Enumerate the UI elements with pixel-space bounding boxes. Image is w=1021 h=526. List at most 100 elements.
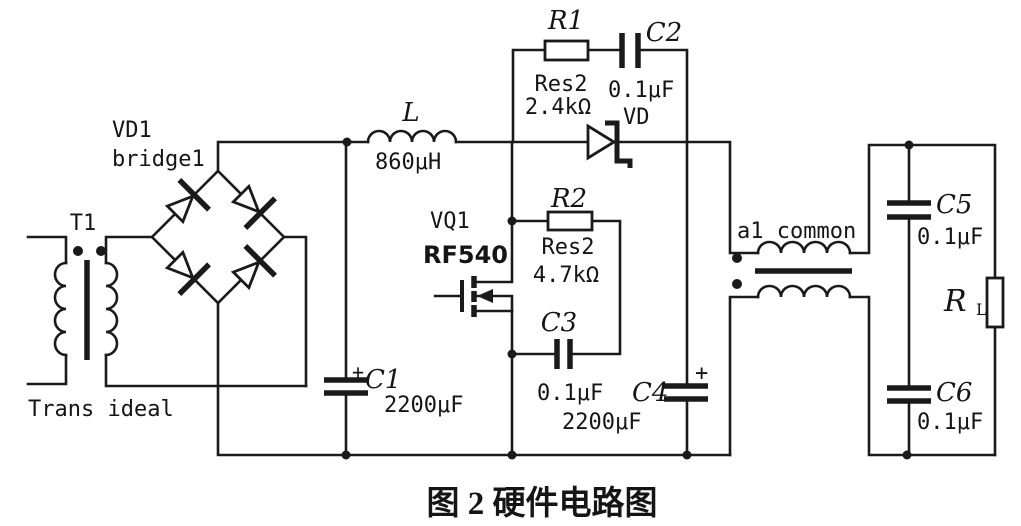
c6-value-label: 0.1μF: [917, 410, 983, 435]
transformer-t1: T1 Trans ideal: [28, 211, 174, 422]
c1-value-label: 2200μF: [384, 393, 463, 418]
junction-dot: [342, 137, 352, 147]
junction-dot: [904, 140, 914, 150]
polarity-dot: [96, 246, 106, 256]
capacitor-plates: [887, 200, 931, 220]
inductor-l: L 860μH: [366, 98, 458, 175]
diode-triangle: [586, 123, 617, 161]
wire-r2c3-loop: [510, 219, 622, 356]
r1-value-label: 2.4kΩ: [525, 95, 591, 120]
c5-ref-label: C5: [936, 190, 972, 220]
r2-model-label: Res2: [542, 235, 595, 260]
wire-rail-vd-to-choke: [615, 140, 760, 255]
wire-mosfet-source: [474, 309, 514, 457]
junction-dot: [507, 216, 517, 226]
bridge-diamond: [150, 169, 286, 305]
capacitor-c4: + C4 2200μF: [562, 361, 708, 435]
junction-dot: [507, 349, 517, 359]
wire-secondary-bottom: [104, 353, 308, 388]
mosfet-vq1: VQ1 RF540: [423, 209, 508, 317]
polarity-dot: [732, 279, 742, 289]
r2-ref-label: R2: [550, 184, 587, 214]
capacitor-plates: [324, 377, 368, 396]
capacitor-plates: [887, 385, 931, 404]
vd1-ref-label: VD1: [112, 118, 152, 143]
common-mode-choke: a1 common: [732, 219, 856, 299]
capacitor-plates: [554, 339, 573, 369]
resistor-r1: R1 Res2 2.4kΩ: [525, 6, 591, 120]
polarity-dot: [732, 253, 742, 263]
resistor-body: [985, 276, 1005, 329]
capacitor-c3: C3 0.1μF: [537, 308, 603, 406]
bridge-diode: [164, 178, 211, 225]
c3-ref-label: C3: [541, 308, 577, 338]
wire-mosfet-drain: [474, 140, 514, 284]
c6-ref-label: C6: [936, 378, 972, 408]
junction-dots: [341, 137, 914, 460]
c1-ref-label: C1: [365, 365, 401, 395]
junction-dot: [682, 450, 692, 460]
wire-bridge-bottom-to-ground: [216, 301, 732, 457]
c3-value-label: 0.1μF: [537, 381, 603, 406]
vd-ref-label: VD: [623, 105, 650, 130]
wire-bridge-top-to-rail: [216, 140, 349, 173]
capacitor-plates: [664, 383, 708, 402]
wire-bridge-right-return: [282, 235, 308, 388]
bridge-diode: [230, 244, 277, 291]
r1-model-label: Res2: [535, 72, 588, 97]
figure-caption: 图 2 硬件电路图: [427, 485, 658, 522]
bridge-diode: [164, 249, 211, 296]
choke-ref-label: a1 common: [737, 219, 856, 244]
secondary-winding: [104, 261, 119, 357]
choke-bottom-winding: [756, 284, 852, 299]
diode-triangle: [230, 183, 262, 215]
capacitor-c6: C6 0.1μF: [887, 378, 983, 435]
junction-dot: [507, 450, 517, 460]
r1-ref-label: R1: [547, 6, 584, 36]
c5-value-label: 0.1μF: [917, 225, 983, 250]
c4-value-label: 2200μF: [562, 410, 641, 435]
vq1-model-label: RF540: [423, 241, 508, 269]
vq1-ref-label: VQ1: [430, 209, 470, 234]
vd1-model-label: bridge1: [112, 147, 205, 172]
primary-winding: [53, 261, 68, 357]
wire-input-top: [26, 235, 68, 265]
junction-dot: [902, 450, 912, 460]
t1-model-label: Trans ideal: [28, 397, 174, 422]
c1-polarity-mark: +: [352, 360, 364, 384]
diode-triangle: [164, 193, 196, 225]
choke-top-winding: [756, 240, 852, 255]
l-value-label: 860μH: [375, 150, 441, 175]
wire-secondary-top: [104, 235, 154, 265]
polarity-dot: [73, 246, 83, 256]
zener-cathode-bar: [605, 120, 633, 168]
capacitor-c1: + C1 2200μF: [324, 360, 463, 418]
wire-mosfet-body: [474, 294, 514, 313]
bridge-diode: [230, 183, 277, 230]
c2-value-label: 0.1μF: [608, 78, 674, 103]
rl-sub-label: L: [976, 300, 987, 319]
diode-triangle: [164, 249, 196, 281]
capacitor-plates: [619, 33, 641, 68]
wire-choke-bottom-left: [728, 295, 760, 457]
wire-input-bottom: [26, 353, 68, 386]
wire-r1c2-branch: [511, 48, 689, 388]
zener-diode-vd: VD: [586, 105, 650, 168]
t1-ref-label: T1: [70, 211, 97, 236]
junction-dot: [341, 450, 351, 460]
wire-choke-bottom-right: [848, 295, 997, 457]
inductor-winding: [366, 129, 458, 144]
c4-polarity-mark: +: [695, 361, 708, 386]
body-diode-arrow: [477, 289, 493, 303]
rl-ref-label: R: [943, 284, 967, 319]
c2-ref-label: C2: [646, 18, 682, 48]
resistor-body: [543, 39, 590, 62]
capacitor-c5: C5 0.1μF: [887, 190, 983, 250]
capacitor-c2: C2 0.1μF: [608, 18, 682, 103]
resistor-body: [546, 210, 594, 232]
bridge-rectifier-vd1: VD1 bridge1: [112, 118, 286, 305]
diode-triangle: [230, 259, 262, 291]
resistor-r2: R2 Res2 4.7kΩ: [533, 184, 599, 288]
